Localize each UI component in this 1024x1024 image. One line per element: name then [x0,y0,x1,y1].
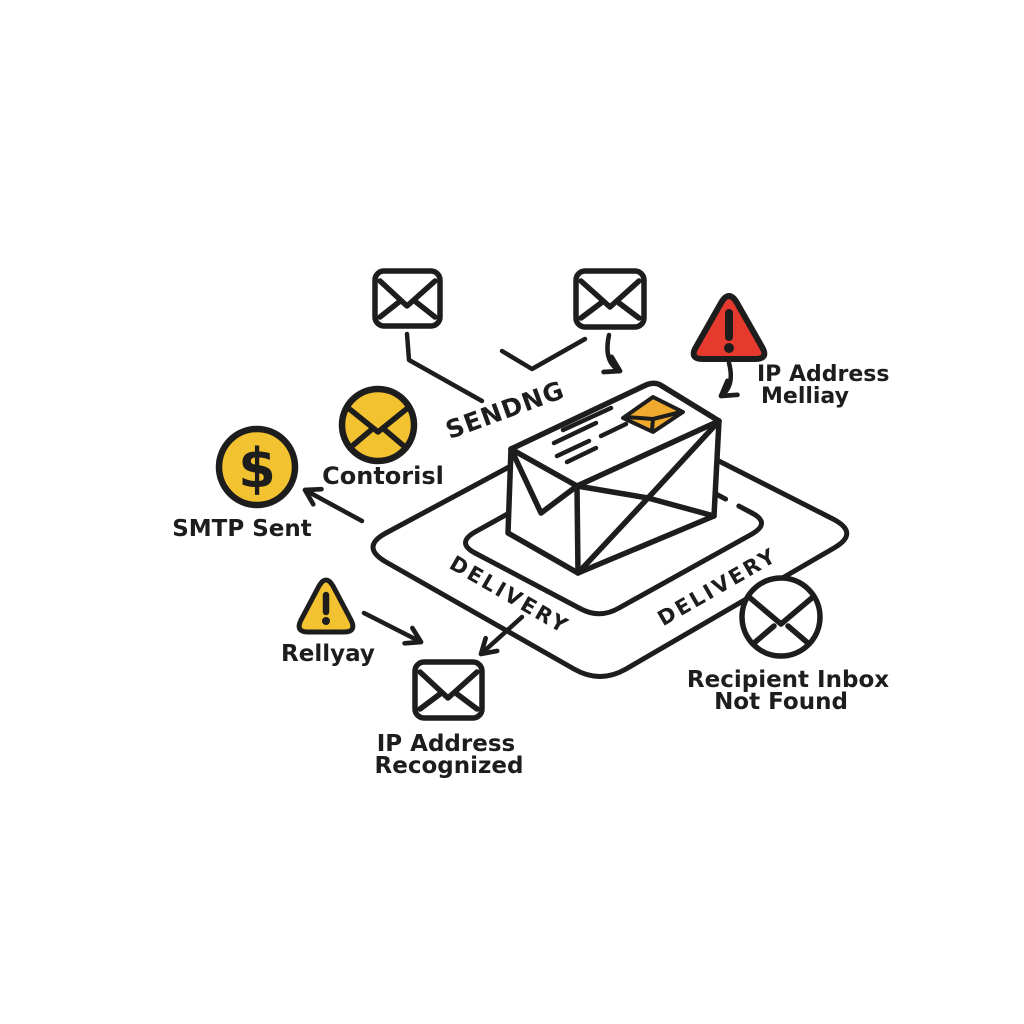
envelope-body [372,268,443,329]
exclamation-dot [724,343,734,353]
arrow-platform-to-envelope [478,614,525,657]
label-recipient-line1: Recipient Inbox [687,667,889,693]
envelope-fold-right [413,299,438,320]
arrow-top-right-to-parcel [601,332,623,375]
outer-platform-outline [370,413,850,679]
label-relay: Rellyay [281,641,375,667]
circle-body [338,385,418,465]
address-line [598,421,629,439]
envelope-flap [746,594,816,627]
recipient-envelope-circle-icon [739,575,823,659]
coin-body [215,425,299,509]
envelope-fold-left [348,427,374,450]
envelope-flap [377,278,438,309]
label-ip-relay-line1: IP Address [757,362,889,387]
coin-dollar-symbol: $ [238,437,276,500]
parcel-right-flap-lower1 [575,495,651,576]
parcel-vertical-edge [574,483,581,576]
envelope-fold-left [377,299,402,320]
check-line [499,336,588,372]
envelope-flap [344,404,412,435]
line-from-top-left-envelope [404,331,485,404]
envelope-body [573,268,647,330]
envelope-fold-left [578,300,604,321]
label-contorisl: Contorisl [322,462,444,490]
label-smtp-sent: SMTP Sent [172,516,312,542]
arrow-triangle-to-envelope [361,610,424,646]
labels: SENDNG DELIVERY DELIVERY IP Address Mell… [172,362,889,779]
stamp-fold [650,417,655,432]
parcel-right-flap-lower2 [645,495,717,519]
envelope-icon-top-left [372,268,443,329]
envelope-fold-left [750,623,777,647]
yellow-warning-triangle-icon [296,577,356,635]
envelope-fold-left [417,691,443,712]
label-recognized-line1: IP Address [377,731,515,757]
arrow-alert-to-parcel [718,360,740,399]
address-lines [551,405,629,465]
envelope-icon-bottom [412,659,485,721]
address-line [554,438,592,459]
address-line [564,445,599,465]
envelope-fold-right [382,427,408,450]
envelope-body [412,659,485,721]
parcel-envelope-3d-icon [505,380,722,576]
address-line [560,405,614,433]
dollar-coin-icon: $ [215,425,299,509]
delivery-platform-outer [370,413,850,679]
envelope-fold-right [785,623,812,647]
diagram-root: $ [215,268,850,721]
contorisl-envelope-circle-icon [338,385,418,465]
arrow-to-coin [302,486,365,524]
stamp-envelope-icon [621,395,685,434]
label-ip-relay-line2: Melliay [761,384,849,409]
envelope-flap [578,278,642,310]
label-recipient-line2: Not Found [714,689,848,715]
parcel-left-flap [508,446,580,516]
envelope-icon-top-right [573,268,647,330]
address-line [551,420,599,446]
envelope-flap [417,669,480,701]
red-warning-triangle-icon [690,293,768,362]
label-recognized-line2: Recognized [375,753,524,779]
exclamation-dot [322,617,330,625]
envelope-fold-right [454,691,480,712]
parcel-silhouette [505,380,722,576]
connectors [302,331,740,657]
envelope-fold-right [616,300,642,321]
